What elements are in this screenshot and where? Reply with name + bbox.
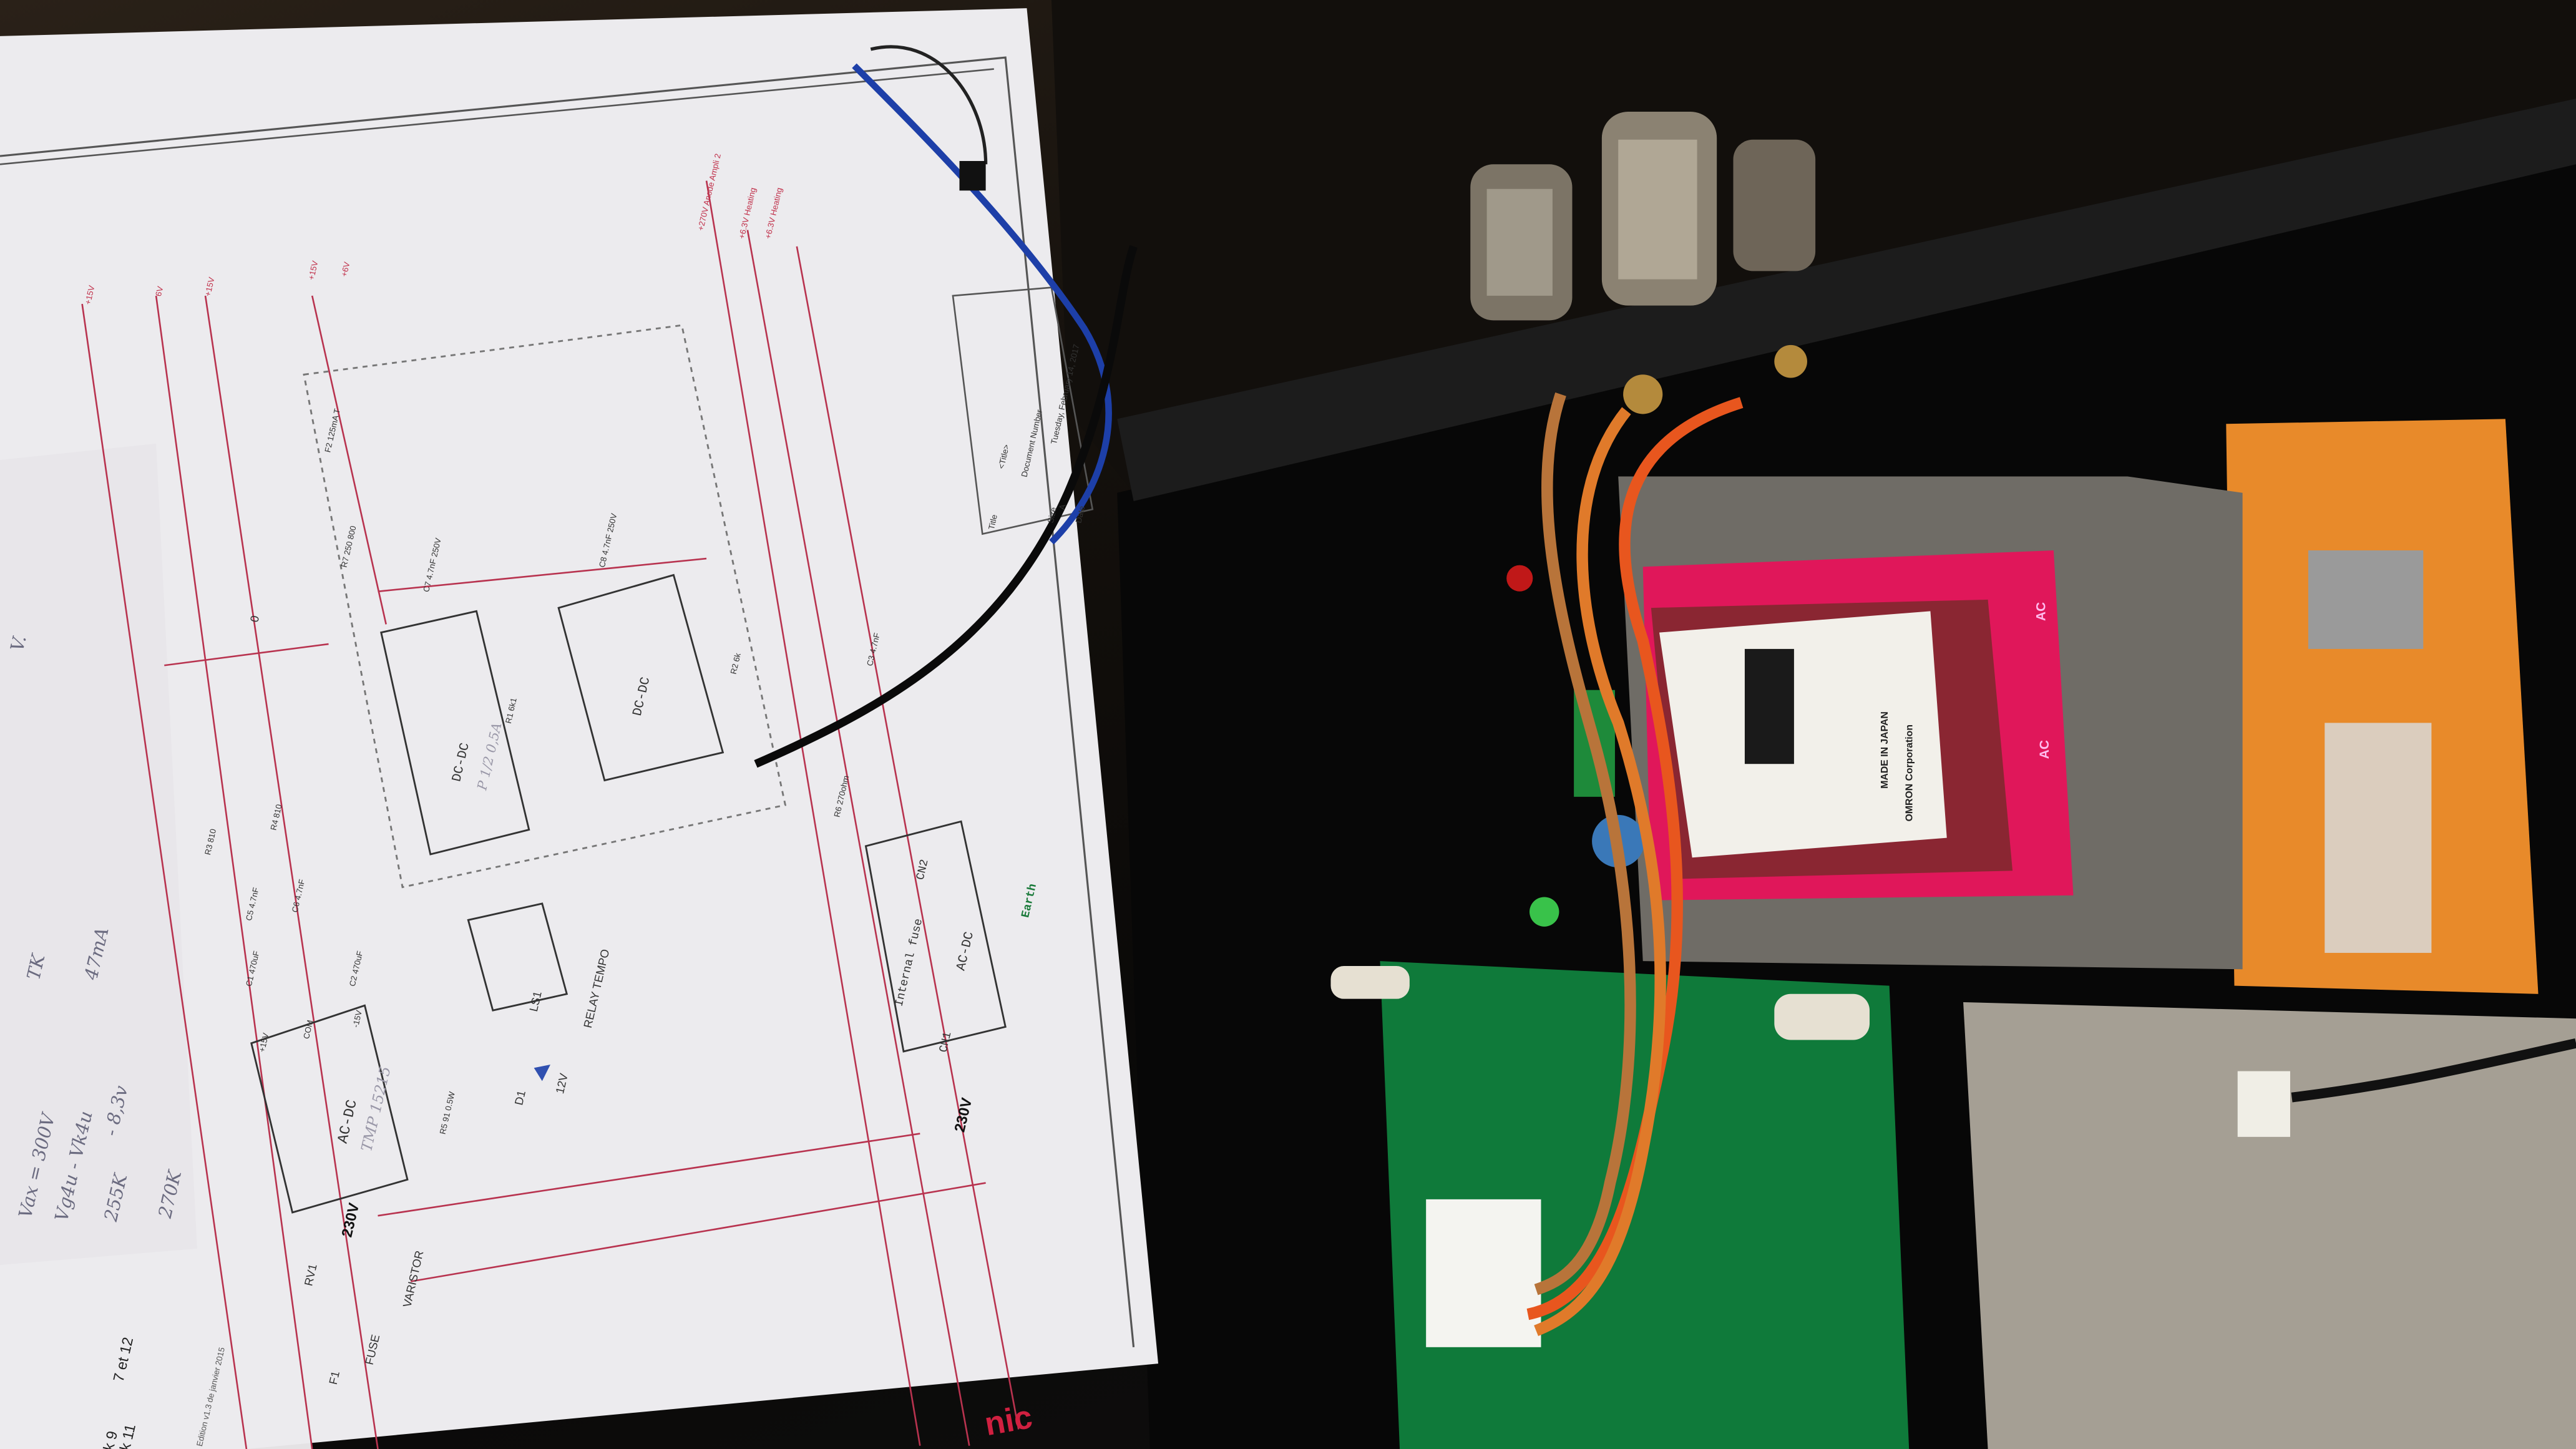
brand-fragment: nic: [982, 1400, 1035, 1444]
standoff: [1330, 966, 1410, 999]
dcdc-2-box: [557, 573, 724, 782]
title-block: [952, 286, 1094, 535]
stripboard: [1963, 1002, 2576, 1449]
schematic-frame: [0, 68, 994, 165]
acdc-main-box: [250, 1004, 409, 1214]
protection-dashed-box: [303, 324, 787, 889]
blue-wire: [852, 63, 1112, 545]
component-leads: [870, 45, 988, 165]
relay-terminal-ac: AC: [2034, 602, 2049, 622]
relay-ls1-box: [467, 902, 568, 1012]
paper-sheet: [0, 8, 1159, 1449]
orange-wire: [1534, 407, 1666, 1337]
rca-jack: [1774, 344, 1807, 378]
vacuum-tube-3: [1733, 139, 1816, 271]
dcdc-1-box: [380, 610, 530, 856]
schematic-frame: [0, 56, 1135, 1347]
orange-wire: [1526, 397, 1744, 1320]
note-line: TK: [22, 952, 50, 982]
red-led: [1506, 565, 1533, 592]
standoff: [1774, 993, 1870, 1040]
chassis-edge: [1117, 98, 2576, 501]
screw-terminal: [2308, 550, 2424, 649]
schematic-rails: [81, 180, 1020, 1449]
relay-origin: MADE IN JAPAN: [1881, 711, 1891, 789]
vacuum-tube-1: [1470, 164, 1573, 321]
handwritten-note-sheet: [0, 443, 197, 1266]
thermistor: [959, 161, 986, 191]
relay-terminal-ac: AC: [2037, 739, 2052, 759]
perfboard: [2226, 419, 2539, 994]
jst-connector: [2237, 1071, 2290, 1137]
black-wire: [754, 245, 1138, 768]
relay-label: [1659, 611, 1947, 858]
relay-brand: OMRON Corporation: [1905, 724, 1916, 822]
dip-switch: [1744, 648, 1794, 764]
rca-jack: [1623, 374, 1663, 414]
wire-connector: [1426, 1199, 1541, 1347]
acdc-aux-box: [864, 820, 1007, 1053]
zener-diode-symbol: [534, 1064, 550, 1081]
vacuum-tube-2: [1601, 112, 1717, 306]
green-led: [1530, 897, 1559, 927]
black-wire: [2291, 1038, 2576, 1103]
fuse-holder: [2325, 723, 2432, 953]
tan-wire: [1534, 392, 1636, 1295]
